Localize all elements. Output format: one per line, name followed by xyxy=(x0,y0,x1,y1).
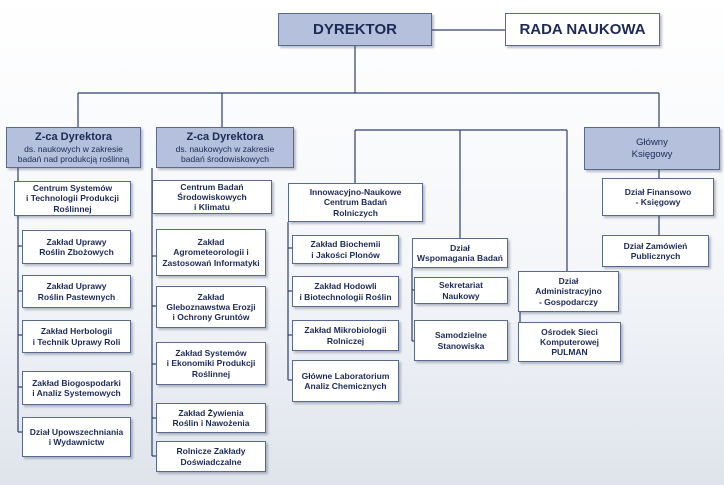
unit-box-col1-1: Zakład Uprawy Roślin Zbożowych xyxy=(22,230,131,264)
unit-box-col1-2: Zakład Uprawy Roślin Pastewnych xyxy=(22,275,131,308)
unit-box-col4-2: Samodzielne Stanowiska xyxy=(414,320,508,361)
unit-line: Zakład xyxy=(197,237,225,248)
unit-line: Doświadczalne xyxy=(180,456,242,467)
unit-line: Zakład Biochemii xyxy=(310,239,381,250)
unit-box-col6-0: Dział Finansowo - Księgowy xyxy=(602,178,714,216)
unit-line: Roślin Zbożowych xyxy=(39,247,114,257)
unit-box-col6-1: Dział Zamówień Publicznych xyxy=(602,235,709,267)
unit-line: Dział xyxy=(558,276,579,287)
unit-line: Komputerowej xyxy=(539,336,600,347)
unit-line: Zakład Biogospodarki xyxy=(32,377,121,388)
unit-line: i Analiz Systemowych xyxy=(32,388,121,398)
unit-line: Centrum Systemów xyxy=(32,183,113,194)
unit-box-col2-4: Zakład Żywienia Roślin i Nawożenia xyxy=(156,403,266,433)
unit-line: Dział Finansowo xyxy=(624,186,692,197)
unit-line: Roślinnej xyxy=(191,368,231,379)
unit-line: Sekretariat xyxy=(439,280,483,291)
unit-line: Stanowiska xyxy=(437,340,485,351)
deputy-scope-line: badań nad produkcją roślinną xyxy=(17,154,130,165)
unit-line: Zakład Herbologii xyxy=(40,326,113,337)
director-label: DYREKTOR xyxy=(313,20,397,38)
unit-box-col1-4: Zakład Biogospodarki i Analiz Systemowyc… xyxy=(22,371,131,405)
unit-box-col2-3: Zakład Systemów i Ekonomiki Produkcji Ro… xyxy=(156,342,266,385)
unit-box-col3-3: Zakład Mikrobiologii Rolniczej xyxy=(292,320,399,351)
deputy-plant-production-box: Z-ca Dyrektora ds. naukowych w zakresie … xyxy=(6,127,141,168)
unit-box-col2-2: Zakład Gleboznawstwa Erozji i Ochrony Gr… xyxy=(156,286,266,328)
unit-line: Roślinnej xyxy=(53,203,92,214)
council-label: RADA NAUKOWA xyxy=(519,20,646,38)
unit-line: Publicznych xyxy=(630,251,681,261)
unit-line: Środowiskowych xyxy=(177,191,247,202)
accountant-line: Główny xyxy=(636,137,668,149)
unit-line: Administracyjno xyxy=(535,286,602,297)
deputy-scope-line: badań środowiskowych xyxy=(181,154,269,165)
unit-line: Agrometeorologii i xyxy=(173,247,249,258)
unit-line: PULMAN xyxy=(551,347,588,358)
unit-line: Rolniczej xyxy=(326,335,365,346)
unit-line: i Biotechnologii Roślin xyxy=(299,291,392,302)
unit-box-col2-5: Rolnicze Zakłady Doświadczalne xyxy=(156,441,266,472)
deputy-environmental-box: Z-ca Dyrektora ds. naukowych w zakresie … xyxy=(156,127,294,168)
unit-line: i Klimatu xyxy=(194,202,230,213)
unit-line: Dział xyxy=(450,242,470,253)
unit-box-col4-0: Dział Wspomagania Badań xyxy=(412,238,508,268)
unit-line: Zakład Hodowli xyxy=(314,281,377,292)
unit-box-col1-0: Centrum Systemów i Technologii Produkcji… xyxy=(14,181,131,216)
unit-box-col2-1: Zakład Agrometeorologii i Zastosowań Inf… xyxy=(156,229,266,276)
unit-box-col3-0: Innowacyjno-Naukowe Centrum Badań Rolnic… xyxy=(288,183,423,222)
deputy-scope-line: ds. naukowych w zakresie xyxy=(24,143,123,154)
unit-line: - Gospodarczy xyxy=(538,296,599,307)
unit-line: i Technik Uprawy Roli xyxy=(32,336,121,347)
unit-line: Analiz Chemicznych xyxy=(304,381,387,391)
accountant-line: Księgowy xyxy=(631,148,673,160)
unit-line: Centrum Badań xyxy=(323,197,388,208)
unit-line: Zakład xyxy=(197,291,225,302)
unit-line: Ośrodek Sieci xyxy=(541,326,598,337)
unit-line: Zakład Żywienia xyxy=(178,407,244,418)
unit-box-col3-2: Zakład Hodowli i Biotechnologii Roślin xyxy=(292,276,399,307)
deputy-scope-line: ds. naukowych w zakresie xyxy=(175,143,275,154)
director-box: DYREKTOR xyxy=(278,13,432,46)
unit-line: Innowacyjno-Naukowe xyxy=(309,187,402,198)
unit-box-col4-1: Sekretariat Naukowy xyxy=(414,277,508,304)
unit-line: Roślin Pastewnych xyxy=(37,291,116,302)
unit-line: - Księgowy xyxy=(635,197,681,207)
unit-line: Wspomagania Badań xyxy=(417,253,503,263)
unit-line: Zakład Uprawy xyxy=(46,281,107,292)
unit-line: Zakład Uprawy xyxy=(46,236,107,247)
unit-line: Rolnicze Zakłady xyxy=(176,446,246,457)
unit-line: Dział Zamówień xyxy=(623,240,688,251)
unit-line: i Jakości Plonów xyxy=(311,249,380,260)
unit-line: Gleboznawstwa Erozji xyxy=(166,301,256,312)
deputy-title: Z-ca Dyrektora xyxy=(34,130,113,143)
unit-line: Zakład Mikrobiologii xyxy=(304,325,387,336)
unit-line: Główne Laboratorium xyxy=(301,370,390,381)
unit-line: i Ekonomiki Produkcji xyxy=(166,358,256,369)
unit-box-col1-3: Zakład Herbologii i Technik Uprawy Roli xyxy=(22,320,131,353)
unit-line: Rolniczych xyxy=(333,207,378,218)
unit-line: Zastosowań Informatyki xyxy=(162,257,260,268)
unit-box-col1-5: Dział Upowszechniania i Wydawnictw xyxy=(22,417,131,457)
unit-line: Zakład Systemów xyxy=(175,348,247,359)
unit-line: Samodzielne xyxy=(435,330,487,341)
unit-box-col3-1: Zakład Biochemii i Jakości Plonów xyxy=(292,235,399,264)
unit-line: i Ochrony Gruntów xyxy=(172,312,250,323)
council-box: RADA NAUKOWA xyxy=(505,13,660,46)
chief-accountant-box: Główny Księgowy xyxy=(584,127,720,170)
unit-line: i Wydawnictw xyxy=(48,437,105,447)
unit-line: Centrum Badań xyxy=(180,181,244,192)
unit-line: Dział Upowszechniania xyxy=(29,426,124,437)
unit-box-col2-0: Centrum Badań Środowiskowych i Klimatu xyxy=(152,180,272,214)
unit-line: Roślin i Nawożenia xyxy=(172,418,250,428)
unit-box-col5-0: Dział Administracyjno - Gospodarczy xyxy=(518,271,619,312)
unit-box-col3-4: Główne Laboratorium Analiz Chemicznych xyxy=(292,360,399,402)
deputy-title: Z-ca Dyrektora xyxy=(186,130,264,143)
unit-box-col5-1: Ośrodek Sieci Komputerowej PULMAN xyxy=(518,322,621,362)
unit-line: i Technologii Produkcji xyxy=(26,193,119,204)
unit-line: Naukowy xyxy=(442,290,480,301)
